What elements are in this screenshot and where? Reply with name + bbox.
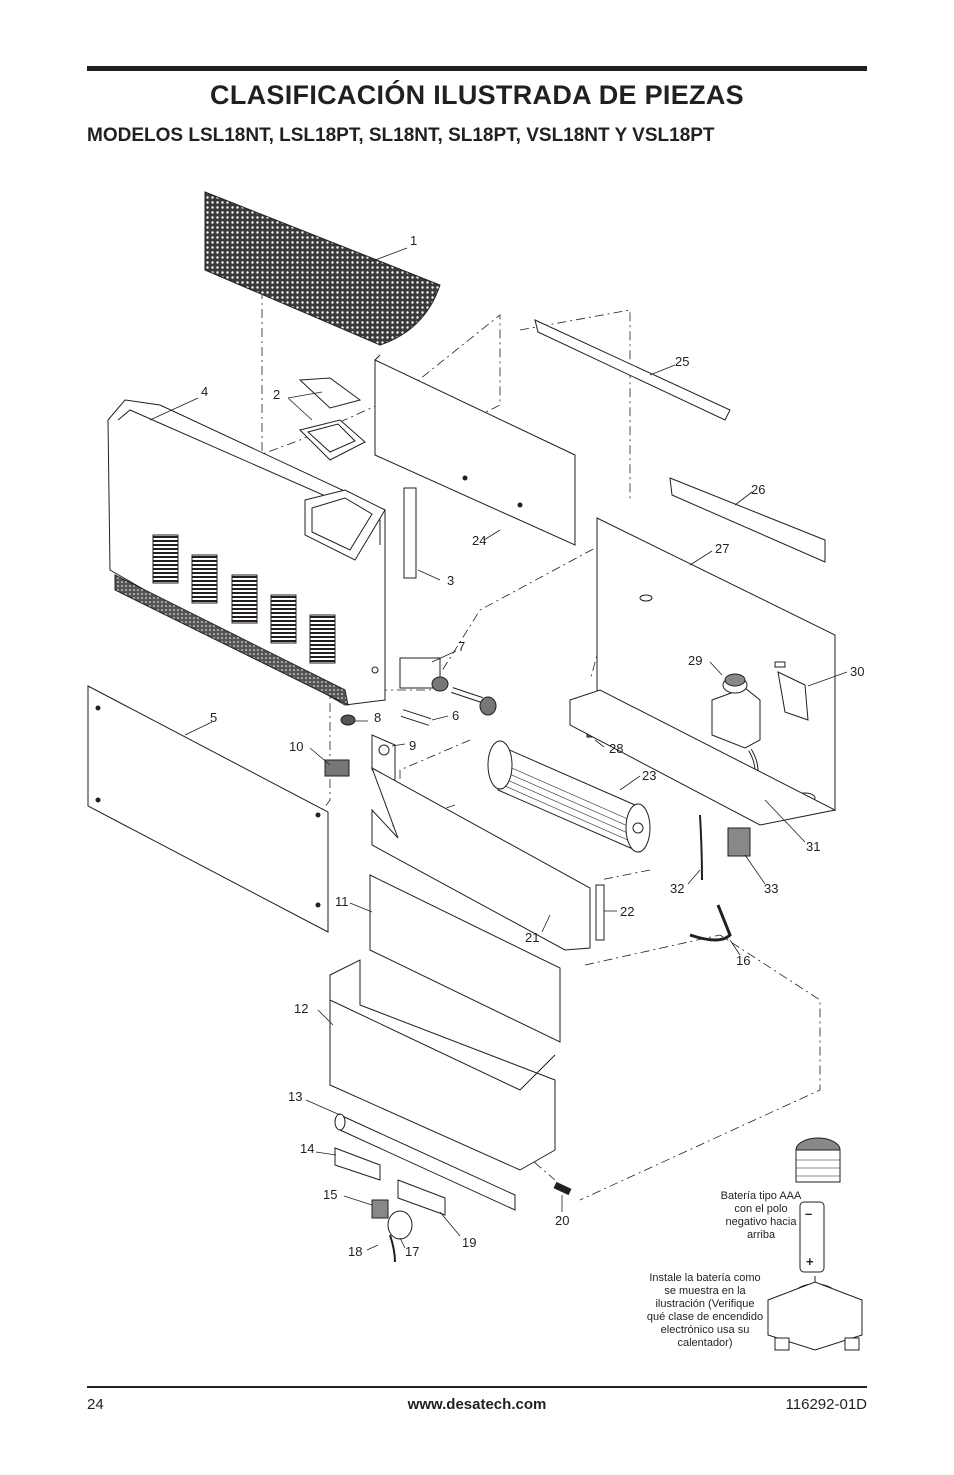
part-4-front-housing xyxy=(107,399,386,706)
page-title: CLASIFICACIÓN ILUSTRADA DE PIEZAS xyxy=(210,80,744,110)
part-6-fitting xyxy=(400,709,432,726)
callout-22: 22 xyxy=(620,904,634,919)
part-21-deflector xyxy=(371,766,591,951)
part-2-vent xyxy=(298,377,366,461)
callout-18: 18 xyxy=(348,1244,362,1259)
part-30-valve-bracket xyxy=(777,671,809,721)
part-29-control-valve xyxy=(711,673,761,749)
callout-3: 3 xyxy=(447,573,454,588)
callout-33: 33 xyxy=(764,881,778,896)
part-12-burner-box xyxy=(329,959,556,1171)
battery-note: Batería tipo AAA con el polo negativo ha… xyxy=(720,1190,802,1241)
part-10-switch xyxy=(324,759,350,777)
part-25-top-rail xyxy=(534,319,731,421)
callout-29: 29 xyxy=(688,653,702,668)
leader-lines xyxy=(149,247,848,1251)
part-11-baffle xyxy=(369,874,561,1043)
callout-32: 32 xyxy=(670,881,684,896)
callout-17: 17 xyxy=(405,1244,419,1259)
part-26-strip xyxy=(669,477,826,563)
callout-6: 6 xyxy=(452,708,459,723)
callout-24: 24 xyxy=(472,533,486,548)
callout-21: 21 xyxy=(525,930,539,945)
battery-plus-mark: + xyxy=(806,1254,814,1269)
part-32-igniter-wire xyxy=(699,814,703,881)
callout-23: 23 xyxy=(642,768,656,783)
callout-10: 10 xyxy=(289,739,303,754)
callout-14: 14 xyxy=(300,1141,314,1156)
install-note: Instale la batería como se muestra en la… xyxy=(646,1272,764,1349)
part-19-plate xyxy=(397,1179,446,1216)
part-8-knob xyxy=(340,714,356,726)
callout-2: 2 xyxy=(273,387,280,402)
page-number: 24 xyxy=(87,1396,104,1413)
base-plate xyxy=(569,689,837,826)
part-7-regulator xyxy=(399,657,497,716)
part-3-bracket xyxy=(403,487,417,579)
part-14-plate xyxy=(334,1147,381,1181)
callout-labels: 1 2 3 4 5 6 7 8 9 10 11 12 13 14 15 16 1… xyxy=(201,233,864,1259)
callout-27: 27 xyxy=(715,541,729,556)
callout-20: 20 xyxy=(555,1213,569,1228)
part-33-igniter xyxy=(727,827,751,857)
callout-4: 4 xyxy=(201,384,208,399)
callout-1: 1 xyxy=(410,233,417,248)
part-23-blower xyxy=(487,740,651,853)
part-22-side-bracket xyxy=(595,884,605,941)
part-20-fitting xyxy=(553,1181,572,1196)
callout-15: 15 xyxy=(323,1187,337,1202)
callout-5: 5 xyxy=(210,710,217,725)
callout-16: 16 xyxy=(736,953,750,968)
callout-28: 28 xyxy=(609,741,623,756)
callout-12: 12 xyxy=(294,1001,308,1016)
part-1-top-grille xyxy=(204,191,441,346)
callout-31: 31 xyxy=(806,839,820,854)
callout-26: 26 xyxy=(751,482,765,497)
callout-30: 30 xyxy=(850,664,864,679)
document-number: 116292-01D xyxy=(785,1396,867,1413)
battery-minus-mark: – xyxy=(805,1206,812,1221)
part-13-burner xyxy=(334,1113,516,1211)
page-subtitle: MODELOS LSL18NT, LSL18PT, SL18NT, SL18PT… xyxy=(87,125,715,146)
battery-illustration xyxy=(767,1137,863,1351)
callout-9: 9 xyxy=(409,738,416,753)
part-24-panel xyxy=(374,354,576,546)
callout-19: 19 xyxy=(462,1235,476,1250)
top-rule xyxy=(87,66,867,71)
part-15-17-18-igniter-assembly xyxy=(371,1199,413,1263)
callout-11: 11 xyxy=(335,894,349,909)
callout-8: 8 xyxy=(374,710,381,725)
callout-25: 25 xyxy=(675,354,689,369)
callout-7: 7 xyxy=(458,639,465,654)
part-5-back-panel xyxy=(87,685,329,933)
website-link[interactable]: www.desatech.com xyxy=(407,1396,547,1413)
part-16-pilot-tube xyxy=(689,904,732,942)
bottom-rule xyxy=(87,1386,867,1388)
callout-13: 13 xyxy=(288,1089,302,1104)
